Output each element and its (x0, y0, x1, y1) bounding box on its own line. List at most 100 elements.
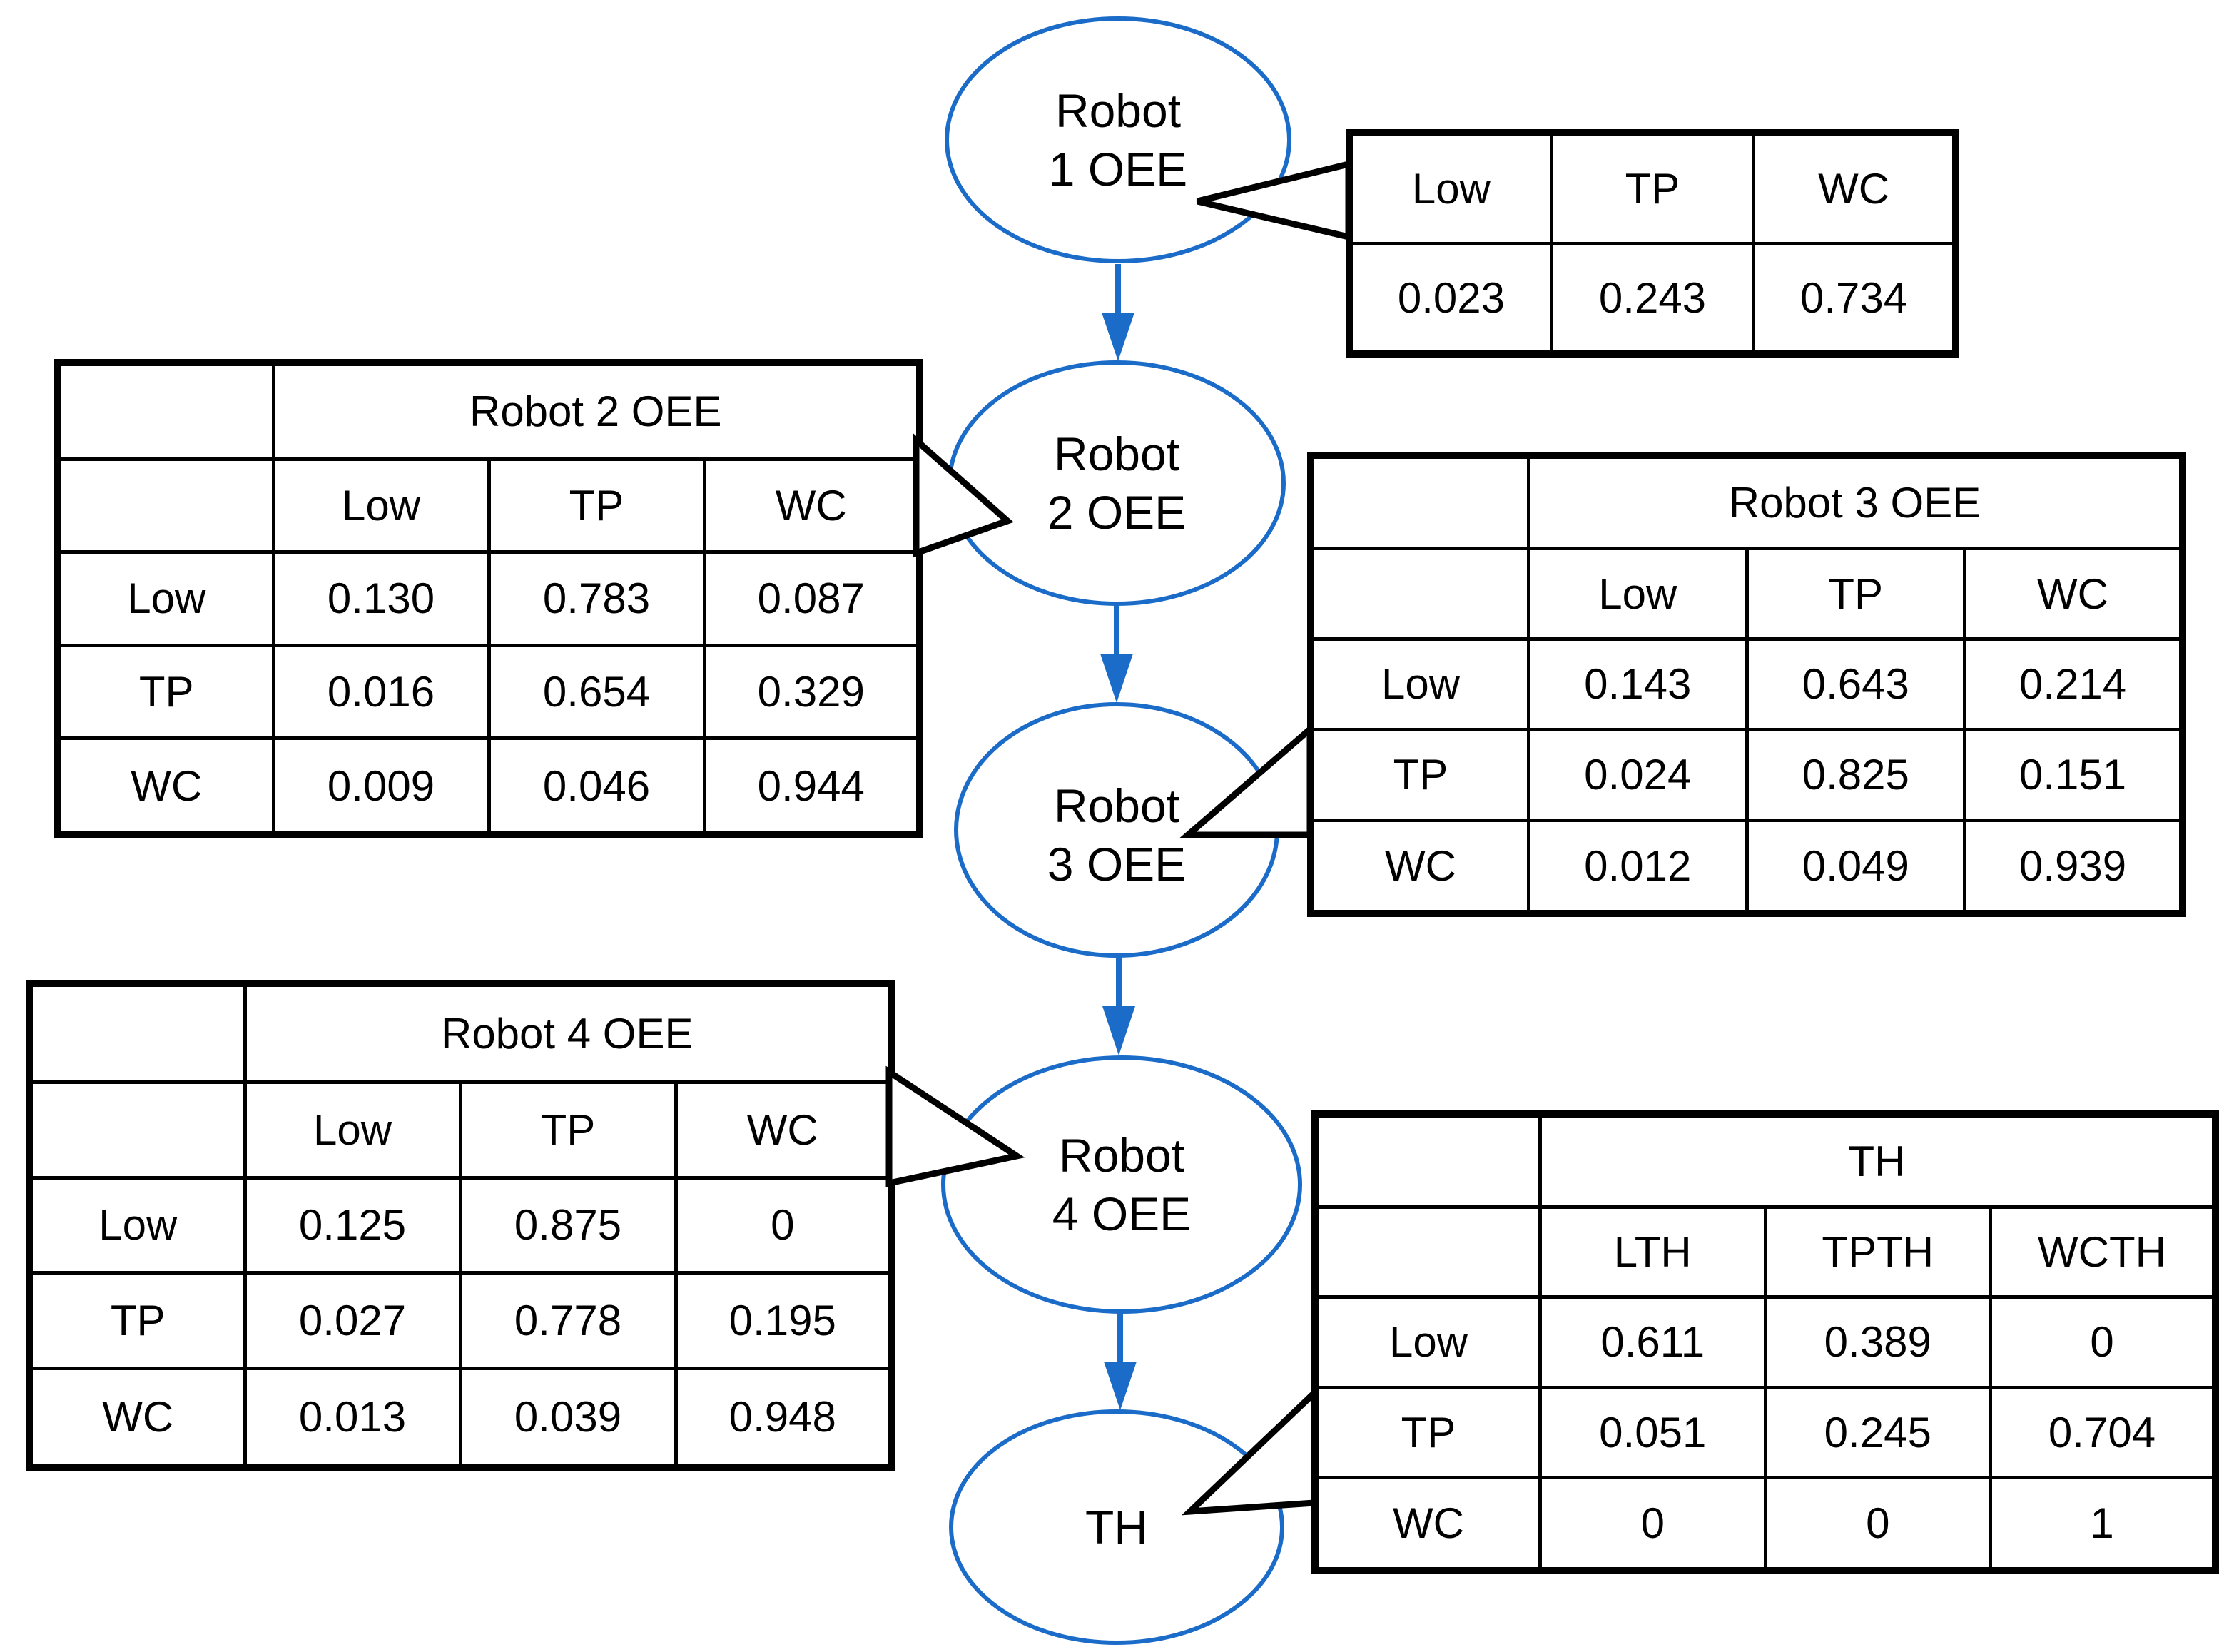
prob-value: 1 (1989, 1475, 2218, 1573)
prob-value: 0.012 (1527, 818, 1749, 916)
prob-value: 0.875 (458, 1175, 678, 1275)
node-ellipse-robot2-oee (948, 360, 1286, 606)
prob-value: 0.049 (1745, 818, 1966, 916)
column-header: WC (702, 457, 922, 554)
arrow-head-icon (1102, 313, 1134, 361)
arrow-robot1-to-robot2 (1102, 264, 1134, 361)
table-title: Robot 2 OEE (271, 360, 922, 461)
prob-value: 0.944 (702, 736, 922, 837)
column-header: LTH (1538, 1205, 1767, 1299)
corner-cell (1309, 453, 1530, 551)
prob-value: 0.329 (702, 643, 922, 741)
column-header: WC (1963, 547, 2185, 642)
arrow-robot2-to-robot3 (1100, 605, 1133, 703)
arrow-head-icon (1102, 1006, 1135, 1055)
corner-cell (1313, 1112, 1542, 1210)
corner-cell (56, 457, 275, 554)
row-label: Low (1309, 637, 1530, 731)
prob-value: 0.245 (1763, 1385, 1992, 1479)
prob-value: 0.654 (487, 643, 706, 741)
prob-value: 0.023 (1347, 241, 1553, 356)
row-label: Low (1313, 1295, 1542, 1389)
prob-value: 0.143 (1527, 637, 1749, 731)
column-header: TP (1745, 547, 1966, 642)
row-label: Low (56, 550, 275, 647)
column-header: Low (243, 1080, 462, 1180)
corner-cell (1309, 547, 1530, 642)
callout-pointer-robot3-table (1179, 722, 1314, 838)
prob-value: 0.389 (1763, 1295, 1992, 1389)
prob-value: 0.151 (1963, 727, 2185, 822)
arrow-head-icon (1100, 654, 1133, 703)
callout-pointer-robot4-table (885, 1065, 1025, 1187)
column-header: WCTH (1989, 1205, 2218, 1299)
prob-value: 0.046 (487, 736, 706, 837)
prob-value: 0.009 (271, 736, 491, 837)
arrow-robot4-to-th (1104, 1313, 1137, 1410)
prob-value: 0.611 (1538, 1295, 1767, 1389)
column-header: WC (1752, 131, 1958, 245)
node-ellipse-robot4-oee (941, 1055, 1302, 1314)
prob-value: 0.051 (1538, 1385, 1767, 1479)
corner-cell (56, 360, 275, 461)
prob-value: 0.027 (243, 1271, 462, 1371)
prob-value: 0 (1538, 1475, 1767, 1573)
column-header: WC (674, 1080, 893, 1180)
prob-value: 0.783 (487, 550, 706, 647)
column-header: Low (271, 457, 491, 554)
prob-value: 0 (674, 1175, 893, 1275)
prob-value: 0.013 (243, 1367, 462, 1469)
callout-pointer-th-table (1181, 1385, 1318, 1516)
prob-value: 0.825 (1745, 727, 1966, 822)
callout-pointer-robot1-table (1196, 160, 1352, 241)
prob-value: 0.778 (458, 1271, 678, 1371)
arrow-head-icon (1104, 1362, 1137, 1410)
row-label: WC (56, 736, 275, 837)
column-header: TP (458, 1080, 678, 1180)
table-title: Robot 4 OEE (243, 981, 893, 1084)
row-label: TP (1313, 1385, 1542, 1479)
prob-value: 0.087 (702, 550, 922, 647)
prob-value: 0.016 (271, 643, 491, 741)
prob-value: 0.734 (1752, 241, 1958, 356)
prob-value: 0 (1989, 1295, 2218, 1389)
prob-value: 0.243 (1549, 241, 1756, 356)
prob-value: 0.130 (271, 550, 491, 647)
column-header: TPTH (1763, 1205, 1992, 1299)
prob-value: 0.939 (1963, 818, 2185, 916)
prob-value: 0.214 (1963, 637, 2185, 731)
prob-value: 0.039 (458, 1367, 678, 1469)
column-header: Low (1527, 547, 1749, 642)
table-title: TH (1538, 1112, 2218, 1210)
prob-value: 0.125 (243, 1175, 462, 1275)
prob-value: 0 (1763, 1475, 1992, 1573)
corner-cell (27, 1080, 247, 1180)
prob-value: 0.948 (674, 1367, 893, 1469)
row-label: WC (1313, 1475, 1542, 1573)
column-header: TP (1549, 131, 1756, 245)
node-ellipse-robot1-oee (945, 16, 1291, 263)
row-label: TP (56, 643, 275, 741)
row-label: WC (1309, 818, 1530, 916)
prob-value: 0.195 (674, 1271, 893, 1371)
row-label: WC (27, 1367, 247, 1469)
column-header: TP (487, 457, 706, 554)
prob-value: 0.643 (1745, 637, 1966, 731)
prob-value: 0.704 (1989, 1385, 2218, 1479)
row-label: TP (1309, 727, 1530, 822)
prob-value: 0.024 (1527, 727, 1749, 822)
node-ellipse-th (949, 1409, 1284, 1645)
corner-cell (27, 981, 247, 1084)
arrow-robot3-to-robot4 (1102, 957, 1135, 1055)
callout-pointer-robot2-table (913, 433, 1014, 558)
corner-cell (1313, 1205, 1542, 1299)
row-label: TP (27, 1271, 247, 1371)
row-label: Low (27, 1175, 247, 1275)
